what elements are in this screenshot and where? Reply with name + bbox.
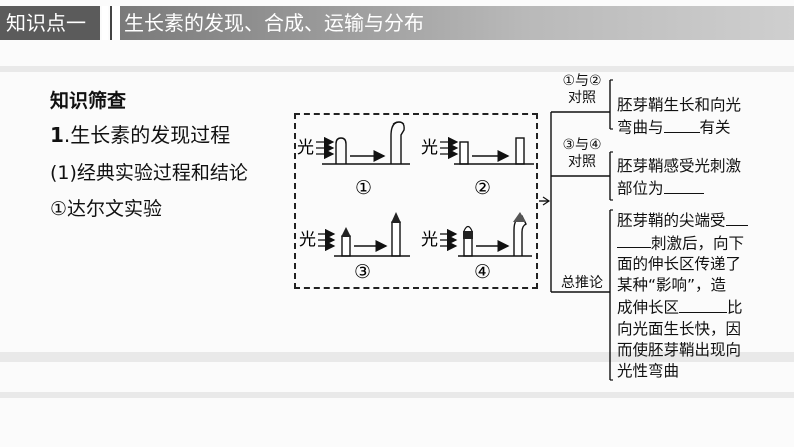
conclusion-line: 胚芽鞘生长和向光	[617, 96, 742, 114]
exposed-tip	[463, 225, 473, 232]
header-bar: 知识点一 生长素的发现、合成、运输与分布	[0, 0, 794, 40]
conclusion-line: 面的伸长区传递了	[617, 255, 742, 273]
conclusion-label: 总推论	[561, 275, 603, 291]
background-stripe	[0, 66, 794, 72]
comparison-label: ①与② 对照	[556, 73, 608, 107]
answer-blank[interactable]	[617, 232, 651, 248]
header-separator	[102, 6, 108, 40]
sleeve	[513, 212, 526, 222]
light-label: 光	[421, 138, 438, 157]
conclusion-2: 胚芽鞘感受光刺激 部位为	[617, 156, 741, 200]
light-label: 光	[297, 138, 314, 157]
bent-coleoptile	[390, 121, 405, 164]
conclusion-line: 某种“影响”，造	[617, 276, 727, 294]
background-stripe	[0, 352, 794, 362]
background-stripe	[0, 392, 794, 398]
item-number: 1	[50, 123, 64, 147]
decapitated-coleoptile	[459, 141, 469, 165]
conclusion-line: 而使胚芽鞘出现向	[617, 340, 742, 359]
experiment-number: ①	[355, 177, 372, 199]
opaque-cap	[341, 227, 351, 237]
conclusion-line: 胚芽鞘感受光刺激	[617, 157, 742, 175]
comparison-label-line: ①与②	[562, 73, 602, 89]
experiment-diagram-frame	[294, 113, 538, 289]
conclusion-line: 成伸长区比	[617, 296, 748, 319]
answer-blank[interactable]	[679, 296, 728, 313]
conclusion-line: 胚芽鞘的尖端受	[617, 209, 748, 232]
section-heading: 知识筛查	[50, 90, 127, 112]
light-label: 光	[299, 230, 316, 249]
comparison-label: ③与④ 对照	[556, 137, 608, 171]
connector-arrowhead	[542, 196, 551, 206]
comparison-label-line: 对照	[568, 90, 596, 106]
conclusion-1: 胚芽鞘生长和向光 弯曲与有关	[617, 95, 741, 139]
comparison-label-line: 对照	[568, 154, 596, 170]
decapitated-coleoptile	[515, 137, 525, 165]
answer-blank[interactable]	[663, 116, 700, 133]
experiment-number: ③	[354, 261, 371, 283]
header-divider	[110, 6, 120, 40]
opaque-cap	[391, 212, 401, 223]
opaque-sleeve	[463, 231, 473, 239]
experiment-1: 光 ①	[297, 121, 410, 199]
coleoptile	[391, 221, 401, 257]
light-label: 光	[421, 230, 438, 249]
page-title: 生长素的发现、合成、运输与分布	[120, 6, 794, 40]
sub-sub-title: ①达尔文实验	[50, 198, 163, 220]
experiment-4: 光 ④	[421, 212, 532, 283]
experiment-number: ②	[474, 177, 491, 199]
sub-title: (1)经典实验过程和结论	[50, 162, 248, 184]
answer-blank[interactable]	[663, 177, 704, 194]
overall-conclusion: 胚芽鞘的尖端受 刺激后，向下 面的伸长区传递了 某种“影响”，造 成伸长区比 向…	[617, 209, 748, 382]
conclusion-line: 光性弯曲	[617, 361, 680, 380]
experiment-3: 光 ③	[299, 212, 410, 283]
section-label: 知识点一	[0, 6, 100, 40]
coleoptile	[335, 137, 347, 164]
experiment-number: ④	[474, 261, 491, 283]
comparison-label-line: ③与④	[562, 137, 602, 153]
item-title: 1.生长素的发现过程	[50, 119, 230, 148]
item-title-text: .生长素的发现过程	[63, 123, 231, 147]
conclusion-line: 弯曲与有关	[617, 116, 741, 139]
coleoptile	[341, 235, 351, 257]
conclusion-line: 向光面生长快，因	[617, 319, 742, 338]
conclusion-line: 部位为	[617, 177, 741, 200]
conclusion-line: 刺激后，向下	[617, 232, 748, 255]
experiment-2: 光 ②	[421, 136, 534, 199]
answer-blank[interactable]	[725, 209, 748, 226]
